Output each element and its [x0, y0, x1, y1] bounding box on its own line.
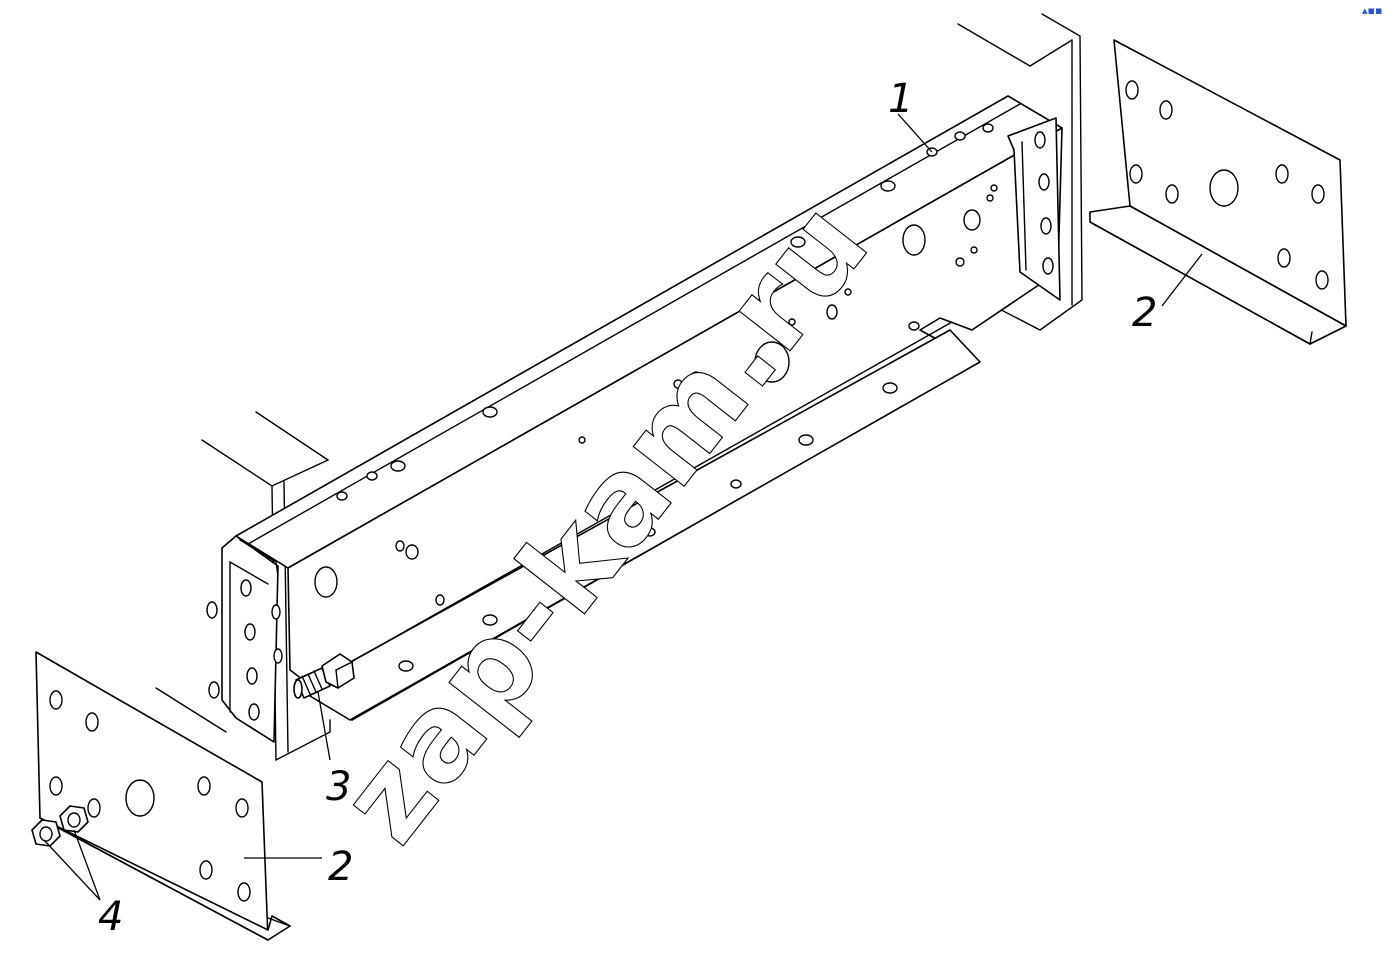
- corner-mark: ▴▪▪: [1362, 4, 1382, 17]
- callout-bolt: 3: [326, 764, 351, 810]
- callout-bracket-left: 2: [328, 844, 353, 890]
- frame-side-member-right: [957, 13, 1083, 331]
- leader-lines: [43, 113, 1203, 901]
- angle-bracket-left: [35, 651, 291, 941]
- bolt: [293, 653, 355, 699]
- callout-bracket-right: 2: [1132, 290, 1157, 336]
- callout-frame-beam: 1: [888, 76, 913, 122]
- nuts: [31, 805, 89, 847]
- angle-bracket-right: [1089, 39, 1347, 345]
- cross-beam: [206, 95, 1063, 743]
- callout-nuts: 4: [98, 894, 123, 940]
